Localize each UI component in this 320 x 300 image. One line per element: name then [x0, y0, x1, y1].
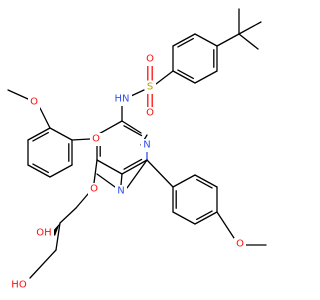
- sulfonyl-o-bottom-atom: O: [144, 107, 156, 120]
- svg-text:N: N: [143, 140, 150, 151]
- svg-text:N: N: [117, 186, 124, 197]
- molecule-canvas: S O O HN N N O: [7, 8, 267, 292]
- pyrimidine-bond: [96, 173, 116, 188]
- alkyl-chain-bond: [75, 193, 89, 209]
- pyrimidine-bond: [126, 159, 148, 189]
- methoxy-bond: [39, 107, 51, 129]
- pyrimidine-bond: [121, 120, 142, 134]
- pyrimidine-bond: [120, 173, 123, 186]
- para-methoxyphenyl-ring-double-bond: [196, 210, 213, 221]
- tbutyl-phenyl-ring-bond: [172, 33, 196, 47]
- amide-nh-atom: HN: [112, 93, 132, 106]
- alkyl-chain-bond: [29, 249, 57, 279]
- alkyl-chain-bond: [55, 222, 61, 251]
- methoxyphenyl-ring-bond: [49, 164, 73, 178]
- tbutyl-bond: [216, 33, 240, 47]
- tbutyl-methyl-bond: [238, 21, 262, 35]
- tbutyl-methyl-bond: [238, 33, 259, 50]
- primary-oh-atom: HO: [9, 279, 29, 292]
- para-methoxyphenyl-ring-bond: [194, 174, 218, 188]
- tbutyl-phenyl-ring-bond: [194, 70, 218, 84]
- aryl-ether-bond: [71, 138, 91, 141]
- aryl-sulfur-bond: [155, 70, 174, 85]
- ortho-methoxy-o-atom: O: [28, 96, 40, 109]
- methoxyphenyl-ring-double-bond: [32, 131, 49, 142]
- svg-text:O: O: [236, 239, 244, 250]
- methoxyphenyl-ring-double-bond: [32, 163, 49, 174]
- svg-text:HN: HN: [115, 94, 130, 105]
- svg-text:HO: HO: [11, 280, 27, 291]
- biaryl-bond: [146, 159, 174, 188]
- para-methoxyphenyl-ring-bond: [172, 174, 196, 188]
- alkyl-chain-bond: [59, 207, 77, 224]
- svg-text:O: O: [92, 134, 100, 145]
- sulfonyl-s-atom: S: [145, 81, 156, 94]
- para-methoxy-o-atom: O: [234, 238, 246, 251]
- tbutyl-phenyl-ring-bond: [194, 33, 218, 47]
- pyrimidine-n-bottom-atom: N: [115, 185, 127, 198]
- methoxyphenyl-ring-bond: [49, 127, 73, 141]
- tbutyl-phenyl-ring-double-bond: [177, 69, 194, 80]
- molecule-structure-figure: S O O HN N N O: [7, 8, 267, 292]
- svg-text:O: O: [146, 54, 154, 65]
- pyrimidine-double-bond: [123, 158, 143, 170]
- para-methoxyphenyl-ring-bond: [194, 211, 218, 225]
- para-methoxyphenyl-ring-double-bond: [196, 178, 213, 189]
- alkyl-ether-o-atom: O: [88, 183, 100, 196]
- sulfonyl-o-top-atom: O: [144, 53, 156, 66]
- para-methoxy-bond: [216, 211, 235, 239]
- atom-label-layer: S O O HN N N O: [9, 53, 246, 292]
- methoxyphenyl-ring-bond: [27, 127, 51, 141]
- pyrimidine-double-bond: [123, 125, 143, 137]
- svg-text:O: O: [146, 108, 154, 119]
- para-methoxyphenyl-ring-bond: [172, 211, 196, 225]
- secondary-oh-atom: OH: [34, 227, 54, 240]
- svg-text:OH: OH: [36, 228, 51, 239]
- pyrimidine-bond: [96, 159, 123, 175]
- svg-text:O: O: [30, 97, 38, 108]
- pyrimidine-bond: [121, 159, 148, 175]
- bond-layer: [7, 8, 267, 279]
- svg-text:O: O: [90, 184, 98, 195]
- methoxy-methyl-bond: [7, 89, 29, 100]
- aryl-ether-o-atom: O: [90, 133, 102, 146]
- tbutyl-phenyl-ring-double-bond: [177, 37, 194, 48]
- tbutyl-phenyl-ring-bond: [172, 70, 196, 84]
- pyrimidine-n-right-atom: N: [141, 139, 153, 152]
- methoxyphenyl-ring-bond: [27, 164, 51, 178]
- alkyl-ether-bond: [93, 159, 98, 184]
- sulfonamide-bond: [130, 89, 145, 97]
- svg-text:S: S: [147, 82, 153, 93]
- pyrimidine-bond: [96, 120, 123, 136]
